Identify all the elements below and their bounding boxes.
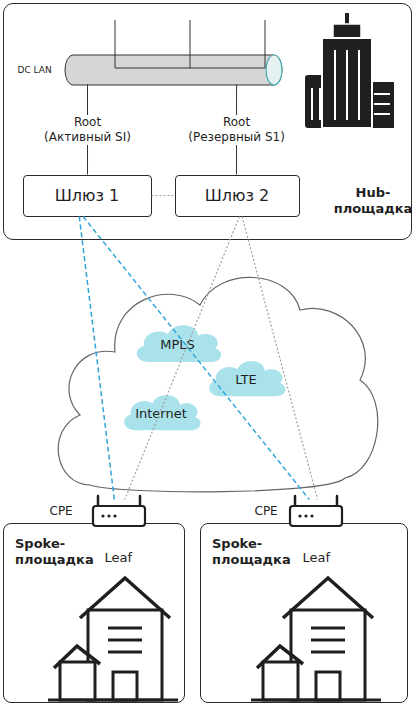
house-roof: [283, 578, 373, 618]
node-label: Spoke-площадка: [212, 536, 291, 568]
edge-label: Root (Резервный S1): [188, 115, 285, 145]
house-windows: [311, 628, 345, 652]
node-label: Leaf: [303, 550, 331, 566]
network-cloud-outline: [58, 277, 378, 491]
house-body: [291, 610, 365, 700]
house-roof: [80, 578, 170, 618]
house-door: [316, 672, 340, 700]
office-buildings-icon: [305, 13, 394, 128]
active-tunnel: [83, 217, 309, 500]
node-label: Spoke-площадка: [15, 536, 94, 568]
node-label: CPE: [50, 504, 73, 519]
house-icon: [251, 578, 381, 700]
cylinder-cap: [266, 55, 282, 85]
gateway-box: Шлюз 2: [175, 175, 300, 217]
node-label: Hub-площадка: [334, 185, 413, 217]
cylinder-shape: [65, 55, 282, 85]
site-box: CPELeafSpoke-площадка: [3, 523, 185, 703]
house-door: [113, 672, 137, 700]
node-label: CPE: [255, 504, 278, 519]
site-box: CPELeafSpoke-площадка: [200, 523, 408, 703]
router-body: [93, 506, 145, 526]
node-label: MPLS: [130, 337, 225, 353]
annex-body: [263, 662, 298, 700]
router-led: [298, 514, 301, 517]
lan-cylinder: DC LAN: [65, 55, 282, 85]
router-body: [290, 506, 342, 526]
house-body: [88, 610, 162, 700]
cpe-router: CPELeaf: [93, 500, 145, 526]
node-label: DC LAN: [18, 64, 52, 76]
annex-roof: [54, 646, 100, 668]
edge-label: Root (Активный SI): [44, 115, 131, 145]
annex-body: [60, 662, 95, 700]
router-led: [101, 514, 104, 517]
building-windows: [312, 50, 390, 120]
router-shape: [290, 500, 342, 526]
router-led: [107, 514, 110, 517]
router-led: [304, 514, 307, 517]
router-led: [113, 514, 116, 517]
annex-roof: [257, 646, 303, 668]
house-windows: [108, 628, 142, 652]
gateway-box: Шлюз 1: [23, 175, 152, 217]
cylinder-body: [65, 55, 282, 85]
node-label: Шлюз 1: [24, 186, 151, 206]
active-tunnel: [79, 217, 114, 500]
house-icon: [48, 578, 178, 700]
gateway-sync-link: [152, 195, 175, 196]
ground-line: [251, 699, 381, 702]
router-led: [310, 514, 313, 517]
network-cloud: MPLS: [130, 318, 225, 366]
node-label: Internet: [118, 406, 204, 422]
network-cloud: LTE: [203, 354, 289, 400]
cpe-router: CPELeaf: [290, 500, 342, 526]
ground-line: [48, 699, 178, 702]
router-shape: [93, 500, 145, 526]
node-label: LTE: [203, 372, 289, 388]
backup-tunnel: [242, 217, 318, 500]
lan-taps: [115, 20, 265, 68]
node-label: Leaf: [105, 550, 133, 566]
node-label: Шлюз 2: [176, 186, 299, 206]
backup-tunnel: [125, 217, 240, 500]
